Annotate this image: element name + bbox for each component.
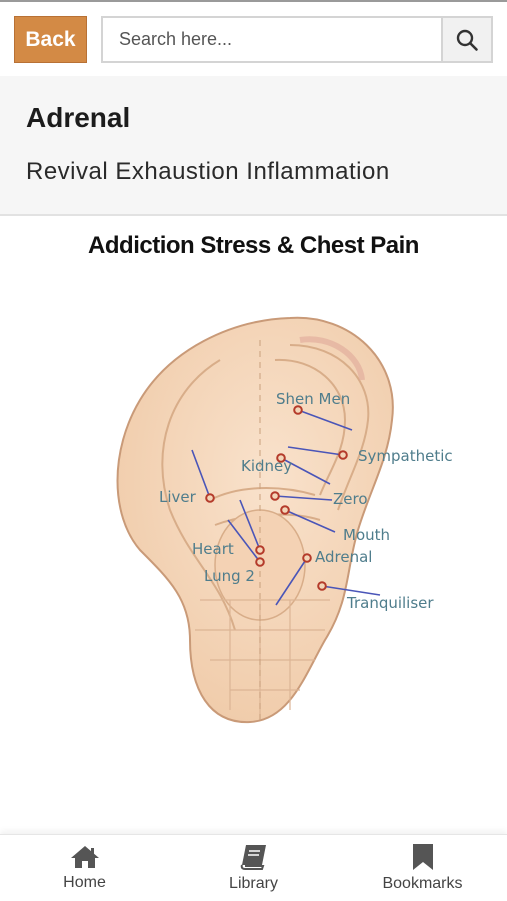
line-zero bbox=[274, 495, 333, 501]
point-sympathetic bbox=[338, 450, 348, 460]
line-mouth bbox=[284, 509, 336, 533]
label-shen-men: Shen Men bbox=[276, 390, 350, 408]
bookmark-icon bbox=[412, 844, 433, 870]
line-liver bbox=[191, 449, 211, 499]
point-kidney bbox=[276, 453, 286, 463]
nav-home[interactable]: Home bbox=[0, 835, 169, 901]
point-liver bbox=[205, 493, 215, 503]
point-mouth bbox=[280, 505, 290, 515]
nav-library[interactable]: Library bbox=[169, 835, 338, 901]
line-lung2 bbox=[227, 519, 261, 563]
search-input[interactable] bbox=[103, 18, 441, 61]
line-kidney bbox=[280, 457, 331, 485]
section-title: Addiction Stress & Chest Pain bbox=[88, 232, 419, 259]
bottom-nav: Home Library Bookmarks bbox=[0, 834, 507, 901]
line-sympathetic bbox=[287, 446, 344, 456]
line-shen-men bbox=[297, 409, 353, 431]
line-adrenal bbox=[275, 557, 308, 606]
label-zero: Zero bbox=[333, 490, 368, 508]
nav-library-label: Library bbox=[229, 875, 278, 892]
label-mouth: Mouth bbox=[343, 526, 390, 544]
point-lung2 bbox=[255, 557, 265, 567]
page-subtitle: Revival Exhaustion Inflammation bbox=[26, 158, 390, 185]
point-heart bbox=[255, 545, 265, 555]
search-button[interactable] bbox=[441, 18, 491, 61]
label-kidney: Kidney bbox=[241, 457, 292, 475]
label-adrenal: Adrenal bbox=[315, 548, 372, 566]
point-adrenal bbox=[302, 553, 312, 563]
page-title: Adrenal bbox=[26, 102, 131, 133]
top-bar: Back bbox=[0, 0, 507, 76]
ear-diagram: Shen Men Sympathetic Kidney Liver Zero M… bbox=[116, 316, 453, 724]
point-zero bbox=[270, 491, 280, 501]
nav-bookmarks-label: Bookmarks bbox=[382, 875, 463, 892]
point-tranquiliser bbox=[317, 581, 327, 591]
label-tranquiliser: Tranquiliser bbox=[346, 594, 434, 612]
home-icon bbox=[70, 846, 99, 868]
search-box bbox=[101, 16, 493, 63]
header-band: Adrenal Revival Exhaustion Inflammation bbox=[0, 76, 507, 216]
back-button[interactable]: Back bbox=[14, 16, 87, 63]
label-lung2: Lung 2 bbox=[204, 567, 255, 585]
nav-bookmarks[interactable]: Bookmarks bbox=[338, 835, 507, 901]
nav-home-label: Home bbox=[63, 874, 106, 891]
book-icon bbox=[240, 845, 266, 870]
line-heart bbox=[239, 499, 261, 551]
line-tranquiliser bbox=[321, 585, 381, 596]
label-sympathetic: Sympathetic bbox=[358, 447, 453, 465]
label-heart: Heart bbox=[192, 540, 234, 558]
search-icon bbox=[456, 29, 478, 51]
point-shen-men bbox=[293, 405, 303, 415]
label-liver: Liver bbox=[159, 488, 197, 506]
